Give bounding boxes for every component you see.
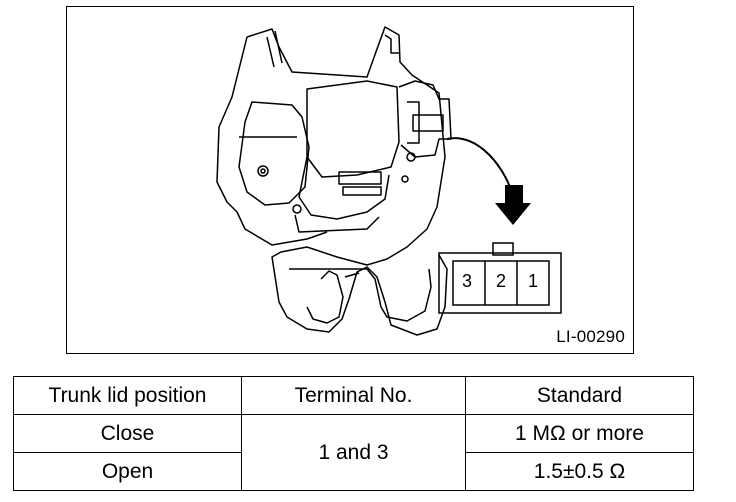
standard-close: 1 MΩ or more — [465, 414, 694, 453]
table-row: Close 1 and 3 1 MΩ or more — [13, 414, 694, 491]
terminal-value: 1 and 3 — [241, 414, 466, 491]
table-row: Open 1.5±0.5 Ω — [13, 452, 694, 491]
table-header-row: Trunk lid position Terminal No. Standard — [13, 376, 694, 415]
trunk-latch-drawing — [216, 26, 562, 336]
terminal-2-label: 2 — [495, 271, 506, 291]
standard-open: 1.5±0.5 Ω — [465, 452, 694, 491]
figure-id-label: LI-00290 — [556, 327, 625, 346]
terminal-3-label: 3 — [461, 271, 472, 291]
terminal-1-label: 1 — [527, 271, 538, 291]
position-close: Close — [13, 414, 242, 453]
resistance-spec-table: Trunk lid position Terminal No. Standard… — [13, 376, 694, 491]
latch-diagram-figure: 3 2 1 LI-00290 — [66, 6, 634, 354]
header-trunk-lid-position: Trunk lid position — [13, 376, 242, 415]
position-open: Open — [13, 452, 242, 491]
header-standard: Standard — [465, 376, 694, 415]
header-terminal-no: Terminal No. — [241, 376, 466, 415]
